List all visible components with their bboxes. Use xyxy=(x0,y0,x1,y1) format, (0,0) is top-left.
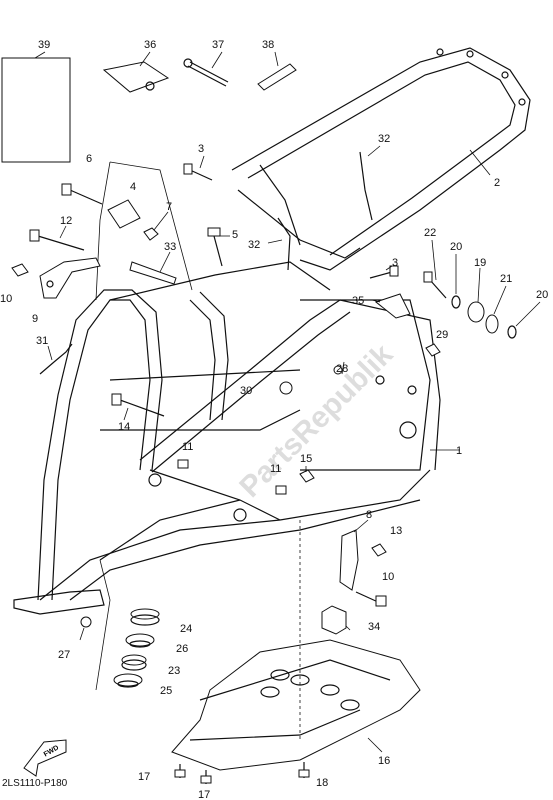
callout-18: 18 xyxy=(316,777,328,789)
callout-4: 4 xyxy=(130,181,136,193)
callout-15: 15 xyxy=(300,453,312,465)
callout-20-lower: 20 xyxy=(536,289,548,301)
callout-1: 1 xyxy=(456,445,462,457)
part-28-nut[interactable] xyxy=(333,361,345,375)
part-27-nut[interactable] xyxy=(79,616,92,641)
callout-32-lower: 32 xyxy=(248,239,260,251)
part-38-strap[interactable] xyxy=(257,51,297,91)
part-35-plate[interactable] xyxy=(371,293,411,319)
part-39-label-sheet[interactable] xyxy=(1,51,71,163)
callout-11-left: 11 xyxy=(182,441,193,453)
callout-28: 28 xyxy=(336,363,348,375)
part-10-bolt-right[interactable] xyxy=(355,591,387,607)
part-9-bracket[interactable] xyxy=(39,257,101,299)
callout-17-left: 17 xyxy=(138,771,150,783)
part-23-ring[interactable] xyxy=(121,654,147,671)
callout-22: 22 xyxy=(424,227,436,239)
callout-26: 26 xyxy=(176,643,188,655)
callout-16: 16 xyxy=(378,755,390,767)
part-15-nut[interactable] xyxy=(299,466,315,483)
callout-19: 19 xyxy=(474,257,486,269)
part-11-clip-right[interactable] xyxy=(275,485,287,495)
part-3-bolt-lower[interactable] xyxy=(369,265,399,279)
part-29-nut[interactable] xyxy=(425,343,441,357)
callout-27: 27 xyxy=(58,649,70,661)
part-37-pin[interactable] xyxy=(183,51,229,87)
part-4-bracket[interactable] xyxy=(95,161,193,301)
callout-34: 34 xyxy=(368,621,380,633)
part-21-bush[interactable] xyxy=(485,285,507,334)
callout-31: 31 xyxy=(36,335,48,347)
callout-32-upper: 32 xyxy=(378,133,390,145)
callout-20-upper: 20 xyxy=(450,241,462,253)
part-22-bolt[interactable] xyxy=(423,239,447,299)
callout-25: 25 xyxy=(160,685,172,697)
part-17-bolt-center[interactable] xyxy=(200,770,212,784)
callout-23: 23 xyxy=(168,665,180,677)
callout-9: 9 xyxy=(32,313,38,325)
callout-21: 21 xyxy=(500,273,512,285)
part-24-ring[interactable] xyxy=(130,608,160,626)
callout-11-right: 11 xyxy=(270,463,281,475)
callout-3-upper: 3 xyxy=(198,143,204,155)
part-33-tie-band[interactable] xyxy=(129,251,177,285)
part-8-bracket[interactable] xyxy=(339,519,369,591)
callout-37: 37 xyxy=(212,39,224,51)
part-36-patch[interactable] xyxy=(102,51,170,93)
callout-13: 13 xyxy=(390,525,402,537)
callout-39: 39 xyxy=(38,39,50,51)
callout-12: 12 xyxy=(60,215,72,227)
callout-10-right: 10 xyxy=(382,571,394,583)
callout-6: 6 xyxy=(86,153,92,165)
diagram-code: 2LS1110-P180 xyxy=(2,778,68,789)
part-32-wire-clip-upper[interactable] xyxy=(359,145,381,221)
callout-3-lower: 3 xyxy=(392,257,398,269)
callout-5: 5 xyxy=(232,229,238,241)
callout-14: 14 xyxy=(118,421,130,433)
ring-group-line xyxy=(95,559,111,691)
callout-7: 7 xyxy=(166,201,172,213)
part-13-nut[interactable] xyxy=(371,543,387,557)
part-18-bolt[interactable] xyxy=(298,762,310,778)
part-16-skid-plate[interactable] xyxy=(171,639,421,771)
callout-8: 8 xyxy=(366,509,372,521)
callout-35: 35 xyxy=(352,295,364,307)
part-12-bolt[interactable] xyxy=(29,225,85,251)
fwd-arrow-icon: FWD xyxy=(23,739,67,777)
part-19-collar[interactable] xyxy=(467,267,485,323)
part-2-rear-frame[interactable] xyxy=(231,47,531,271)
part-14-bolt[interactable] xyxy=(111,393,165,421)
part-25-ring[interactable] xyxy=(113,673,143,688)
callout-2: 2 xyxy=(494,177,500,189)
part-26-ring[interactable] xyxy=(125,633,155,648)
part-7-nut[interactable] xyxy=(143,211,169,241)
callout-36: 36 xyxy=(144,39,156,51)
callout-38: 38 xyxy=(262,39,274,51)
part-32-wire-clip-lower[interactable] xyxy=(267,217,291,271)
part-20-washer-upper[interactable] xyxy=(451,254,461,309)
callout-17-center: 17 xyxy=(198,789,210,800)
part-11-clip-left[interactable] xyxy=(177,459,189,469)
callout-33: 33 xyxy=(164,241,176,253)
part-3-bolt-upper[interactable] xyxy=(183,155,213,181)
part-30-grommet[interactable] xyxy=(279,381,293,395)
callout-24: 24 xyxy=(180,623,192,635)
callout-30: 30 xyxy=(240,385,252,397)
part-10-nut-left[interactable] xyxy=(11,263,29,277)
callout-10-left: 10 xyxy=(0,293,12,305)
part-20-washer-lower[interactable] xyxy=(507,301,541,339)
part-17-bolt-left[interactable] xyxy=(174,764,186,778)
callout-29: 29 xyxy=(436,329,448,341)
part-1-main-frame[interactable] xyxy=(13,261,460,615)
part-34-damper[interactable] xyxy=(321,605,351,635)
part-5-bolt[interactable] xyxy=(207,227,230,267)
part-6-bolt[interactable] xyxy=(61,183,103,205)
